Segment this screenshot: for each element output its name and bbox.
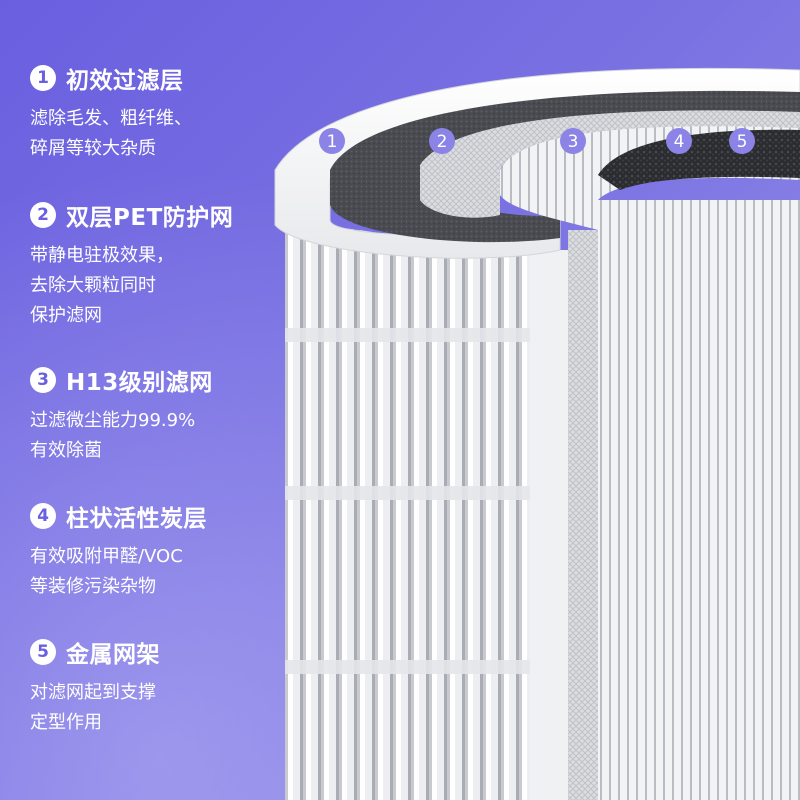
feature-description: 滤除毛发、粗纤维、 碎屑等较大杂质 bbox=[30, 104, 290, 164]
feature-desc-line: 滤除毛发、粗纤维、 bbox=[30, 108, 192, 129]
feature-header: 3 H13级别滤网 bbox=[30, 362, 290, 398]
layer-marker-3: 3 bbox=[560, 128, 586, 154]
feature-item-3: 3 H13级别滤网 过滤微尘能力99.9% 有效除菌 bbox=[30, 362, 290, 466]
layer-marker-4: 4 bbox=[666, 128, 692, 154]
feature-title: H13级别滤网 bbox=[66, 370, 213, 396]
svg-text:4: 4 bbox=[674, 132, 685, 152]
pet-mesh-layer bbox=[420, 110, 800, 218]
feature-desc-line: 过滤微尘能力99.9% bbox=[30, 410, 196, 431]
feature-desc-line: 碎屑等较大杂质 bbox=[30, 138, 156, 159]
layer-marker-5: 5 bbox=[729, 128, 755, 154]
feature-description: 带静电驻极效果， 去除大颗粒同时 保护滤网 bbox=[30, 241, 290, 331]
feature-item-1: 1 初效过滤层 滤除毛发、粗纤维、 碎屑等较大杂质 bbox=[30, 60, 290, 164]
feature-number-badge: 5 bbox=[30, 639, 56, 665]
layer-marker-group: 1 2 3 4 5 bbox=[319, 128, 755, 154]
feature-description: 有效吸附甲醛/VOC 等装修污染杂物 bbox=[30, 542, 290, 602]
feature-desc-line: 保护滤网 bbox=[30, 305, 102, 326]
feature-desc-line: 等装修污染杂物 bbox=[30, 576, 156, 597]
svg-text:2: 2 bbox=[437, 132, 448, 152]
feature-desc-line: 有效除菌 bbox=[30, 440, 102, 461]
layer-marker-1: 1 bbox=[319, 128, 345, 154]
feature-desc-line: 带静电驻极效果， bbox=[30, 245, 174, 266]
feature-number-badge: 4 bbox=[30, 503, 56, 529]
feature-desc-line: 去除大颗粒同时 bbox=[30, 275, 156, 296]
feature-header: 4 柱状活性炭层 bbox=[30, 498, 290, 534]
cutaway-layers bbox=[530, 200, 800, 800]
feature-title: 柱状活性炭层 bbox=[66, 506, 207, 532]
svg-text:5: 5 bbox=[737, 132, 748, 152]
feature-desc-line: 对滤网起到支撑 bbox=[30, 682, 156, 703]
outer-pleat-body bbox=[285, 220, 530, 800]
feature-desc-line: 有效吸附甲醛/VOC bbox=[30, 546, 183, 567]
feature-item-4: 4 柱状活性炭层 有效吸附甲醛/VOC 等装修污染杂物 bbox=[30, 498, 290, 602]
layer-marker-2: 2 bbox=[429, 128, 455, 154]
feature-number-badge: 3 bbox=[30, 367, 56, 393]
feature-header: 5 金属网架 bbox=[30, 634, 290, 670]
feature-title: 金属网架 bbox=[66, 642, 160, 668]
feature-header: 2 双层PET防护网 bbox=[30, 197, 290, 233]
svg-text:1: 1 bbox=[327, 132, 338, 152]
feature-item-2: 2 双层PET防护网 带静电驻极效果， 去除大颗粒同时 保护滤网 bbox=[30, 197, 290, 331]
feature-description: 对滤网起到支撑 定型作用 bbox=[30, 678, 290, 738]
feature-number-badge: 1 bbox=[30, 65, 56, 91]
feature-title: 初效过滤层 bbox=[66, 68, 184, 94]
svg-text:3: 3 bbox=[568, 132, 579, 152]
feature-title: 双层PET防护网 bbox=[66, 205, 234, 231]
feature-description: 过滤微尘能力99.9% 有效除菌 bbox=[30, 406, 290, 466]
feature-item-5: 5 金属网架 对滤网起到支撑 定型作用 bbox=[30, 634, 290, 738]
feature-desc-line: 定型作用 bbox=[30, 712, 102, 733]
feature-header: 1 初效过滤层 bbox=[30, 60, 290, 96]
feature-number-badge: 2 bbox=[30, 202, 56, 228]
